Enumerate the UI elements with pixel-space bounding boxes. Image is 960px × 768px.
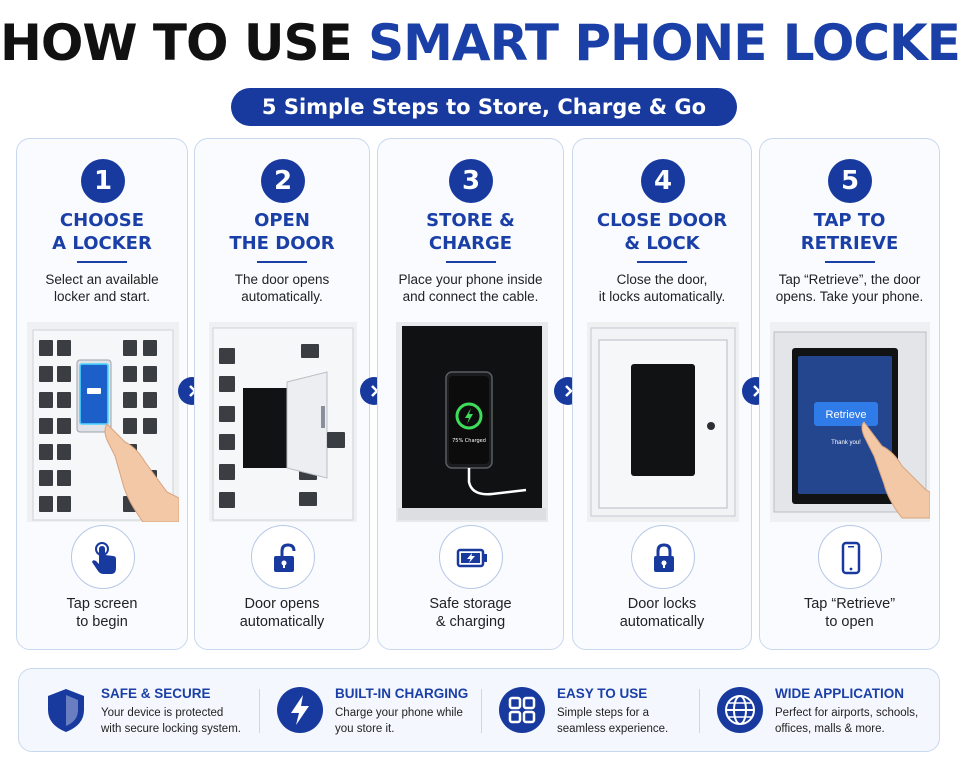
battery-charging-icon [439, 525, 503, 589]
step-heading: STORE &CHARGE [426, 210, 515, 254]
feature-wide-application: WIDE APPLICATION Perfect for airports, s… [715, 669, 935, 753]
step-number-badge: 3 [449, 159, 493, 203]
feature-title: EASY TO USE [557, 686, 648, 701]
retrieve-touchscreen-image: Retrieve Thank you! [770, 322, 930, 522]
tap-finger-icon [71, 525, 135, 589]
feature-description: Perfect for airports, schools,offices, m… [775, 707, 919, 735]
step-number-badge: 1 [81, 159, 125, 203]
heading-underline [637, 261, 687, 263]
feature-title: WIDE APPLICATION [775, 686, 904, 701]
subtitle-banner: 5 Simple Steps to Store, Charge & Go [231, 88, 737, 126]
step-number-badge: 2 [261, 159, 305, 203]
feature-title: SAFE & SECURE [101, 686, 211, 701]
grid-icon [499, 687, 545, 733]
heading-underline [77, 261, 127, 263]
heading-underline [257, 261, 307, 263]
step-number-badge: 4 [641, 159, 685, 203]
feature-divider [699, 689, 700, 733]
title-blue-part: SMART PHONE LOCKER [368, 14, 960, 72]
locked-padlock-icon [631, 525, 695, 589]
step-number-badge: 5 [828, 159, 872, 203]
step-description: Close the door,it locks automatically. [598, 272, 726, 304]
title-dark-part: HOW TO USE [0, 14, 353, 72]
retrieve-screen-button: Retrieve [826, 409, 867, 421]
phone-charging-in-locker-image: 75% Charged [396, 322, 548, 522]
feature-built-in-charging: BUILT-IN CHARGING Charge your phone whil… [275, 669, 485, 753]
locker-wall-touchscreen-image [27, 322, 179, 522]
feature-divider [259, 689, 260, 733]
open-locker-door-image [209, 322, 357, 522]
smartphone-icon [818, 525, 882, 589]
heading-underline [445, 261, 496, 263]
step-card-4: 4 CLOSE DOOR& LOCK Close the door,it loc… [572, 138, 752, 650]
feature-divider [481, 689, 482, 733]
step-heading: CLOSE DOOR& LOCK [596, 210, 728, 254]
globe-icon [717, 687, 763, 733]
lightning-icon [277, 687, 323, 733]
step-caption: Safe storage& charging [429, 596, 512, 630]
screen-thank-you-text: Thank you! [831, 440, 861, 446]
unlocked-padlock-icon [251, 525, 315, 589]
feature-title: BUILT-IN CHARGING [335, 686, 469, 701]
shield-icon [48, 689, 84, 732]
heading-underline [824, 261, 875, 263]
page-title: HOW TO USE SMART PHONE LOCKER [0, 10, 960, 76]
closed-locker-door-image [587, 322, 739, 522]
step-caption: Tap “Retrieve”to open [803, 596, 896, 630]
phone-charge-status: 75% Charged [452, 438, 486, 444]
